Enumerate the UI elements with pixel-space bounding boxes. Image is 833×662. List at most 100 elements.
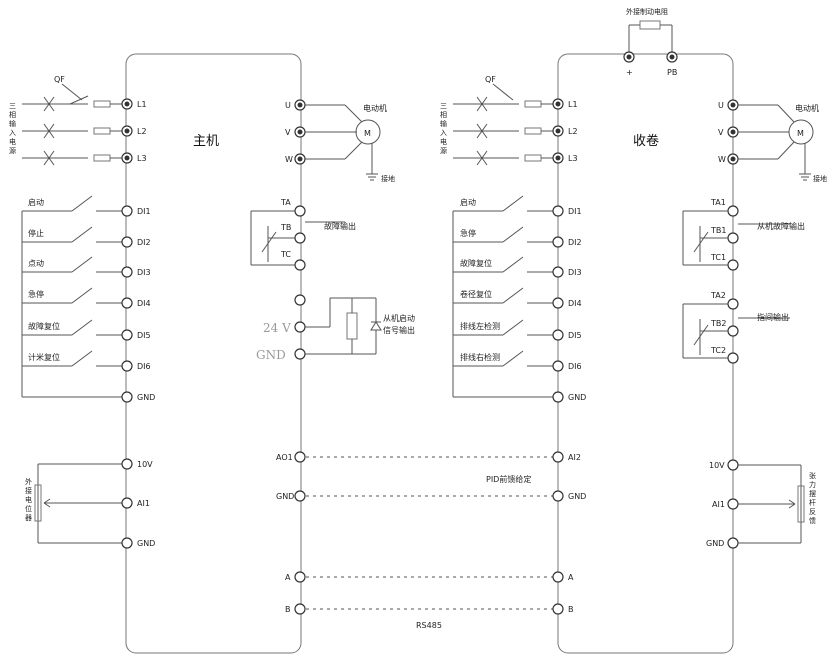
follower-term-di1: DI1 (568, 207, 582, 216)
follower-term-di2: DI2 (568, 238, 582, 247)
follower-motor-icon (788, 119, 814, 145)
svg-text:张: 张 (809, 471, 816, 480)
svg-text:位: 位 (25, 504, 32, 513)
main-di-label-6: 计米复位 (28, 352, 60, 362)
main-motor-terminals: U V W (285, 99, 363, 165)
svg-text:TC1: TC1 (710, 253, 726, 262)
main-motor-icon (355, 119, 381, 145)
svg-text:TA1: TA1 (710, 198, 726, 207)
rs485-label: RS485 (416, 621, 442, 630)
follower-ground-icon (799, 143, 811, 181)
main-power-terminals: L1 L2 L3 (121, 98, 147, 164)
main-term-w: W (285, 155, 293, 164)
brake-term-plus: + (626, 68, 633, 77)
svg-text:摆: 摆 (809, 489, 816, 498)
main-title: 主机 (193, 134, 219, 149)
follower-di-label-5: 排线左检测 (460, 321, 500, 331)
follower-term-di4: DI4 (568, 299, 582, 308)
follower-power-label: 三 相 输 入 电 源 (440, 102, 447, 155)
follower-term-di6: DI6 (568, 362, 582, 371)
follower-term-u: U (718, 101, 724, 110)
svg-text:TB1: TB1 (710, 226, 726, 235)
svg-text:接: 接 (25, 486, 32, 495)
follower-term-di5: DI5 (568, 331, 582, 340)
main-term-a: A (285, 573, 291, 582)
main-gnd-gray-label: GND (256, 348, 286, 362)
follower-motor-terminals: U V W (718, 99, 795, 165)
main-power-label: 三 相 输 入 电 源 (9, 102, 16, 155)
follower-tension-feedback: 10V AI1 GND (706, 459, 805, 549)
follower-term-di3: DI3 (568, 268, 582, 277)
main-term-ao1: AO1 (276, 453, 293, 462)
follower-term-ai1: AI1 (712, 500, 725, 509)
svg-text:输: 输 (9, 119, 16, 128)
brake-resistor: + PB (623, 20, 678, 77)
follower-di-label-2: 急停 (460, 228, 476, 238)
main-term-b: B (285, 605, 291, 614)
follower-term-ai2: AI2 (568, 453, 581, 462)
follower-di-label-3: 故障复位 (460, 258, 492, 268)
main-comm-terminals: A B (285, 571, 306, 615)
follower-power-lines (453, 96, 553, 166)
follower-term-b: B (568, 605, 574, 614)
svg-text:三: 三 (9, 102, 16, 110)
pid-link-lines (306, 456, 553, 497)
main-term-di6: DI6 (137, 362, 151, 371)
main-ground-icon (366, 143, 378, 181)
svg-text:入: 入 (440, 129, 447, 137)
follower-di-label-1: 启动 (460, 197, 476, 207)
svg-text:相: 相 (9, 110, 16, 119)
follower-power-terminals: L1 L2 L3 (552, 98, 578, 164)
main-ground-label: 接地 (381, 174, 395, 183)
follower-relay1-label: 从机故障输出 (757, 221, 805, 231)
follower-term-l3: L3 (568, 154, 578, 163)
svg-text:反: 反 (809, 507, 816, 516)
main-term-analog-gnd: GND (137, 539, 155, 548)
follower-term-ai2-gnd: GND (568, 492, 586, 501)
main-di-label-4: 急停 (28, 289, 44, 299)
main-term-l3: L3 (137, 154, 147, 163)
main-power-lines (22, 95, 122, 166)
rs485-link-lines (306, 576, 553, 610)
main-di-label-3: 点动 (28, 258, 44, 268)
svg-text:TC2: TC2 (710, 346, 726, 355)
svg-text:TC: TC (280, 250, 291, 259)
svg-text:相: 相 (440, 110, 447, 119)
svg-text:器: 器 (25, 514, 32, 522)
main-fault-relay: TA TB TC (250, 198, 345, 271)
main-start-signal-label-1: 从机启动 (383, 313, 415, 323)
svg-text:外: 外 (25, 477, 32, 486)
follower-qf-label: QF (485, 75, 496, 84)
main-start-signal-output (294, 294, 382, 360)
svg-text:TB: TB (280, 223, 291, 232)
main-pot-label: 外 接 电 位 器 (25, 477, 32, 522)
svg-text:TB2: TB2 (710, 319, 726, 328)
main-potentiometer: 10V AI1 GND (34, 458, 155, 549)
follower-term-a: A (568, 573, 574, 582)
main-di-label-2: 停止 (28, 228, 44, 238)
follower-term-l1: L1 (568, 100, 578, 109)
follower-term-l2: L2 (568, 127, 578, 136)
main-term-ai1: AI1 (137, 499, 150, 508)
follower-ai2-terminals: AI2 GND (552, 451, 586, 502)
follower-motor-label: 电动机 (795, 103, 819, 113)
follower-di-label-4: 卷径复位 (460, 289, 492, 299)
svg-text:电: 电 (9, 137, 16, 146)
main-term-v: V (285, 128, 291, 137)
main-di-label-1: 启动 (28, 197, 44, 207)
main-term-l2: L2 (137, 127, 147, 136)
svg-text:TA: TA (280, 198, 291, 207)
svg-text:源: 源 (9, 146, 16, 155)
svg-text:馈: 馈 (809, 516, 816, 525)
main-term-10v: 10V (137, 460, 153, 469)
follower-term-v: V (718, 128, 724, 137)
follower-title: 收卷 (633, 133, 659, 149)
follower-di-label-6: 排线右检测 (460, 352, 500, 362)
follower-term-10v: 10V (709, 461, 725, 470)
main-fault-output-label: 故障输出 (324, 221, 356, 231)
main-term-u: U (285, 101, 291, 110)
main-ao-terminals: AO1 GND (276, 451, 306, 502)
follower-relay2-label: 指间输出 (757, 312, 789, 322)
pid-feedforward-label: PID前馈给定 (486, 474, 531, 484)
